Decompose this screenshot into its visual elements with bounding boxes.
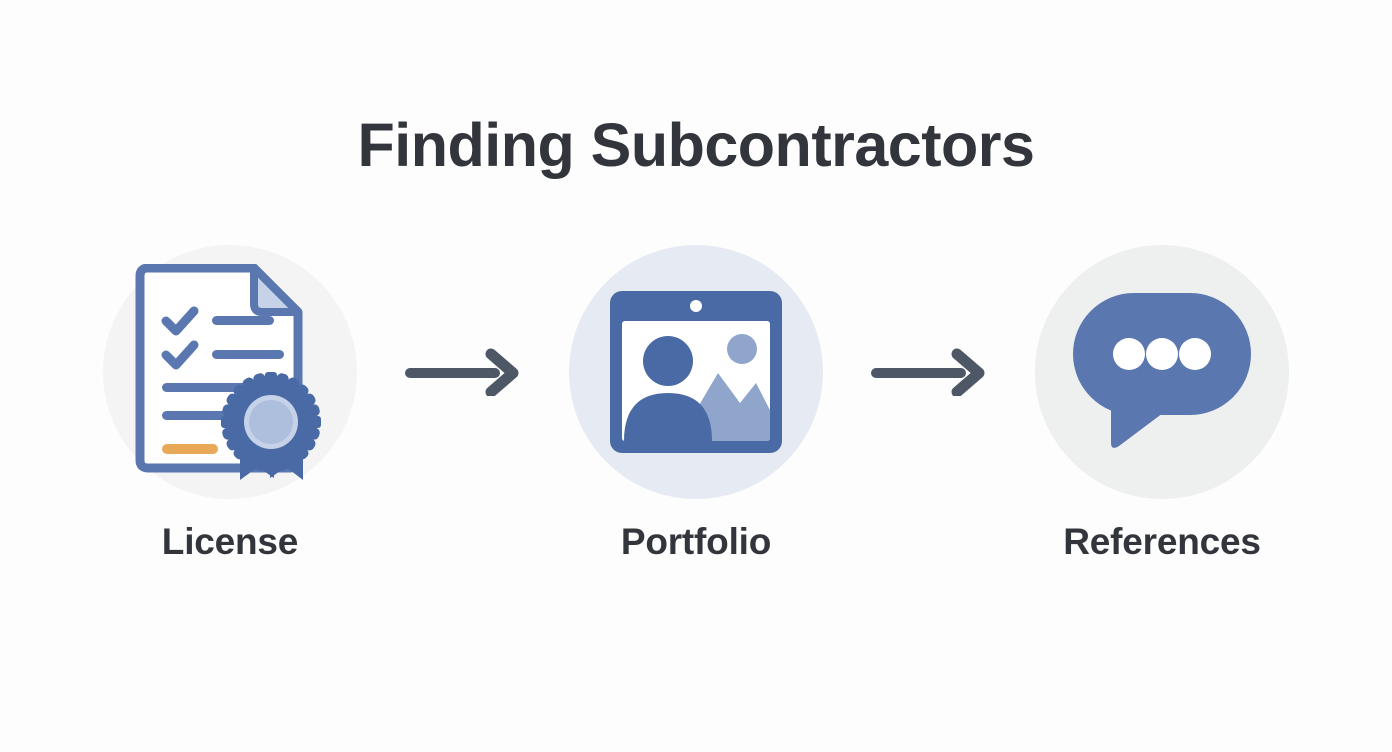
arrow-right-icon (405, 348, 519, 396)
references-speech-bubble-icon (1073, 293, 1251, 448)
portfolio-image-frame-icon (610, 291, 782, 453)
license-document-badge-icon (135, 264, 321, 480)
arrow-right-icon (871, 348, 985, 396)
step-references-label: References (1063, 521, 1261, 562)
step-references-circle (1035, 245, 1289, 499)
connector-2 (854, 245, 1004, 499)
process-steps-row: License (96, 245, 1296, 585)
step-license-label: License (161, 521, 299, 562)
step-portfolio-label: Portfolio (620, 521, 772, 562)
step-portfolio[interactable]: Portfolio (562, 245, 830, 563)
step-portfolio-circle (569, 245, 823, 499)
step-license[interactable]: License (96, 245, 364, 563)
connector-1 (388, 245, 538, 499)
page-title: Finding Subcontractors (357, 111, 1035, 179)
step-license-circle (103, 245, 357, 499)
step-references[interactable]: References (1028, 245, 1296, 563)
